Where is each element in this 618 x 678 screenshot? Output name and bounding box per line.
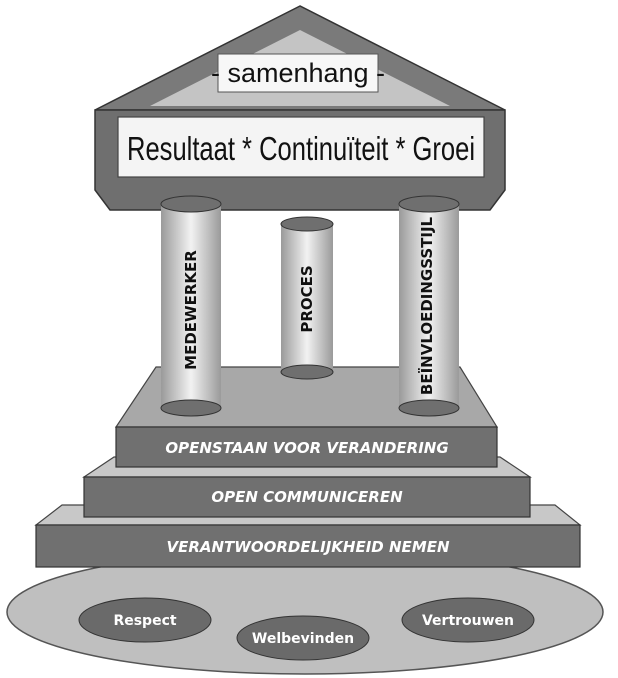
beam: Resultaat * Continuïteit * Groei [94, 109, 506, 211]
step-label-open-communiceren: OPEN COMMUNICEREN [211, 488, 403, 506]
roof-title: - samenhang - [211, 58, 385, 88]
step-label-verantwoordelijkheid: VERANTWOORDELIJKHEID NEMEN [166, 538, 449, 556]
pillar-label-medewerker: MEDEWERKER [182, 250, 200, 370]
beam-title: Resultaat * Continuïteit * Groei [127, 130, 475, 167]
step-label-openstaan: OPENSTAAN VOOR VERANDERING [165, 439, 448, 457]
pillar-beinvloedingsstijl: BEÏNVLOEDINGSSTIJL [398, 195, 460, 417]
value-welbevinden: Welbevinden [236, 615, 370, 661]
pillar-label-beinvloedingsstijl: BEÏNVLOEDINGSSTIJL [417, 216, 436, 395]
value-label-vertrouwen: Vertrouwen [422, 613, 514, 629]
pillar-label-proces: PROCES [298, 265, 316, 332]
roof: - samenhang - [94, 5, 506, 111]
value-respect: Respect [78, 597, 212, 643]
value-label-respect: Respect [113, 613, 176, 629]
pillar-medewerker: MEDEWERKER [160, 195, 222, 417]
value-vertrouwen: Vertrouwen [401, 597, 535, 643]
pillar-proces: PROCES [280, 216, 334, 380]
value-label-welbevinden: Welbevinden [252, 631, 354, 647]
